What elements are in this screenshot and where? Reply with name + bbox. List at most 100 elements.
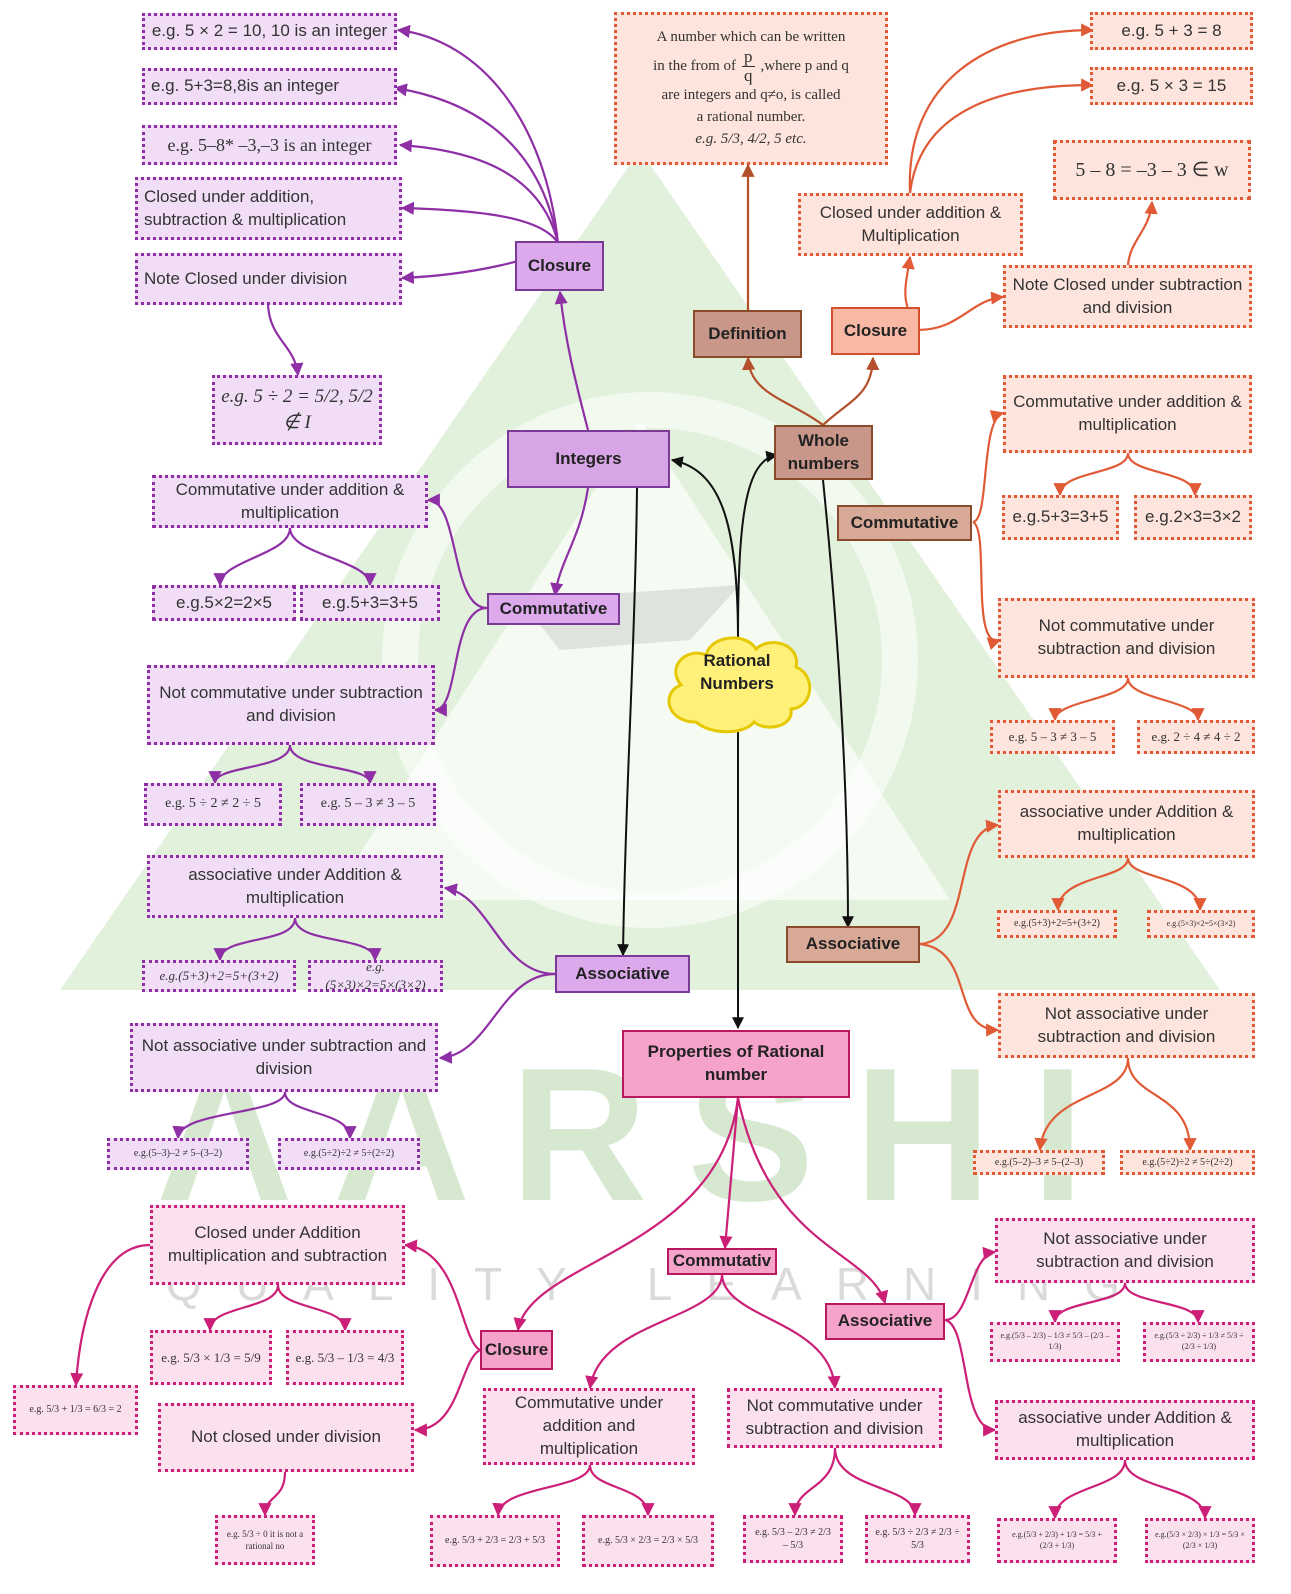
whole-closure-example-sub: 5 – 8 = –3 – 3 ∈ w xyxy=(1053,140,1251,200)
rational-associative-example-2: e.g.(5/3 ÷ 2/3) ÷ 1/3 ≠ 5/3 ÷ (2/3 ÷ 1/3… xyxy=(1143,1322,1255,1362)
text: Properties of Rational number xyxy=(647,1042,825,1084)
text: e.g. 5/3 – 2/3 ≠ 2/3 – 5/3 xyxy=(755,1526,831,1552)
rational-closed-under: Closed under Addition multiplication and… xyxy=(150,1205,405,1285)
whole-closure-example-mult: e.g. 5 × 3 = 15 xyxy=(1090,67,1253,105)
rational-closure-example-4: e.g. 5/3 ÷ 0 it is not a rational no xyxy=(215,1515,315,1565)
whole-associative-yes: associative under Addition & multiplicat… xyxy=(998,790,1255,858)
definition-example: e.g. 5/3, 4/2, 5 etc. xyxy=(695,130,807,147)
rational-closure-example-2: e.g. 5/3 – 1/3 = 4/3 xyxy=(286,1330,404,1385)
text: Whole numbers xyxy=(787,430,860,473)
text: e.g.(5/3 × 2/3) × 1/3 = 5/3 × (2/3 × 1/3… xyxy=(1155,1529,1245,1550)
integers-commutative-yes: Commutative under addition & multiplicat… xyxy=(152,475,428,528)
rational-associative-example-4: e.g.(5/3 × 2/3) × 1/3 = 5/3 × (2/3 × 1/3… xyxy=(1145,1518,1255,1563)
whole-commutative-example-4: e.g. 2 ÷ 4 ≠ 4 ÷ 2 xyxy=(1137,720,1255,754)
text: Closure xyxy=(843,320,908,340)
rational-associative-example-1: e.g.(5/3 – 2/3) – 1/3 ≠ 5/3 – (2/3 – 1/3… xyxy=(990,1322,1120,1362)
integers-hub[interactable]: Integers xyxy=(507,430,670,488)
rational-line-1: Rational xyxy=(703,651,771,670)
text: associative under Addition & multiplicat… xyxy=(188,864,402,907)
rational-commutative-hub[interactable]: Commutativ xyxy=(667,1248,777,1275)
rational-closure-hub[interactable]: Closure xyxy=(480,1330,553,1370)
definition-hub[interactable]: Definition xyxy=(693,310,802,358)
integers-commutative-example-1: e.g.5×2=2×5 xyxy=(152,585,296,621)
integers-associative-example-4: e.g.(5÷2)÷2 ≠ 5÷(2÷2) xyxy=(278,1138,420,1170)
whole-closed-under: Closed under addition & Multiplication xyxy=(798,193,1023,256)
text: Note Closed under division xyxy=(144,268,348,288)
text: Commutativ xyxy=(672,1251,772,1271)
text: e.g. 5 × 2 = 10, 10 is an integer xyxy=(151,21,388,41)
integers-commutative-hub[interactable]: Commutative xyxy=(487,593,620,625)
integers-commutative-example-3: e.g. 5 ÷ 2 ≠ 2 ÷ 5 xyxy=(144,783,282,826)
text: e.g.5+3=3+5 xyxy=(322,592,418,612)
text: Not closed under division xyxy=(191,1427,381,1447)
integers-closure-note: Note Closed under division xyxy=(135,253,402,305)
text: p xyxy=(742,47,755,68)
text: e.g. 5/3 + 2/3 = 2/3 + 5/3 xyxy=(445,1535,545,1547)
integers-closure-example-add: e.g. 5+3=8,8is an integer xyxy=(142,68,397,105)
text: Note Closed under subtraction and divisi… xyxy=(1012,274,1243,317)
integers-associative-hub[interactable]: Associative xyxy=(555,955,690,993)
integers-associative-example-1: e.g.(5+3)+2=5+(3+2) xyxy=(142,960,296,992)
text: Not associative under subtraction and di… xyxy=(1037,1003,1216,1046)
text: e.g. 5 ÷ 2 = 5/2, 5/2 ∉ I xyxy=(221,386,373,433)
text: e.g. 5+3=8,8is an integer xyxy=(151,76,340,96)
text: e.g. 5/3 + 1/3 = 6/3 = 2 xyxy=(29,1404,122,1416)
rational-numbers-cloud[interactable] xyxy=(656,627,818,735)
whole-commutative-example-3: e.g. 5 – 3 ≠ 3 – 5 xyxy=(990,720,1115,754)
whole-associative-example-4: e.g.(5÷2)÷2 ≠ 5÷(2÷2) xyxy=(1120,1150,1255,1175)
text: e.g. 5/3 ÷ 2/3 ≠ 2/3 ÷ 5/3 xyxy=(875,1526,960,1552)
text: e.g.(5+3)+2=5+(3+2) xyxy=(159,968,279,984)
text: Not associative under subtraction and di… xyxy=(1036,1228,1214,1271)
text: e.g. 5 + 3 = 8 xyxy=(1121,20,1222,40)
text: Commutative under addition & multiplicat… xyxy=(1013,392,1242,434)
text: e.g. 5 – 3 ≠ 3 – 5 xyxy=(320,796,416,812)
text: e.g.(5/3 ÷ 2/3) ÷ 1/3 ≠ 5/3 ÷ (2/3 ÷ 1/3… xyxy=(1154,1331,1244,1351)
rational-not-closed: Not closed under division xyxy=(158,1403,414,1472)
rational-commutative-yes: Commutative under addition and multiplic… xyxy=(483,1388,695,1465)
integers-not-commutative: Not commutative under subtraction and di… xyxy=(147,665,435,745)
whole-closure-note: Note Closed under subtraction and divisi… xyxy=(1003,265,1252,328)
integers-closed-under: Closed under addition, subtraction & mul… xyxy=(135,177,402,240)
text: e.g.(5–2)–3 ≠ 5–(2–3) xyxy=(994,1156,1084,1168)
text: Definition xyxy=(708,323,787,343)
rational-definition-box: A number which can be written in the fro… xyxy=(614,12,888,165)
text: Not commutative under subtraction and di… xyxy=(1037,616,1216,658)
properties-of-rational-hub[interactable]: Properties of Rational number xyxy=(622,1030,850,1098)
whole-not-commutative: Not commutative under subtraction and di… xyxy=(998,598,1255,678)
whole-numbers-hub[interactable]: Whole numbers xyxy=(774,425,873,480)
text: e.g. 5–8* –3,–3 is an integer xyxy=(167,134,372,155)
rational-commutative-example-1: e.g. 5/3 + 2/3 = 2/3 + 5/3 xyxy=(430,1515,560,1567)
rational-not-associative: Not associative under subtraction and di… xyxy=(995,1218,1255,1283)
whole-commutative-example-2: e.g.2×3=3×2 xyxy=(1134,495,1252,540)
text: Associative xyxy=(837,1311,933,1331)
whole-closure-example-add: e.g. 5 + 3 = 8 xyxy=(1090,12,1253,50)
whole-commutative-yes: Commutative under addition & multiplicat… xyxy=(1003,375,1252,453)
text: e.g. 5/3 ÷ 0 it is not a rational no xyxy=(226,1528,304,1551)
rational-associative-hub[interactable]: Associative xyxy=(825,1303,945,1340)
whole-not-associative: Not associative under subtraction and di… xyxy=(998,993,1255,1058)
text: q xyxy=(744,66,753,86)
text: e.g. 5 × 3 = 15 xyxy=(1116,75,1227,95)
whole-associative-hub[interactable]: Associative xyxy=(786,926,920,963)
rational-line-2: Numbers xyxy=(700,673,774,693)
text: Closed under addition, subtraction & mul… xyxy=(144,186,347,229)
integers-hub-label: Integers xyxy=(555,448,622,468)
text: Closed under Addition multiplication and… xyxy=(167,1223,388,1265)
text: Not commutative under subtraction and di… xyxy=(745,1396,924,1438)
integers-closure-example-sub: e.g. 5–8* –3,–3 is an integer xyxy=(142,125,397,165)
text: e.g.5×2=2×5 xyxy=(176,592,272,612)
integers-closure-label: Closure xyxy=(527,255,592,275)
whole-commutative-hub[interactable]: Commutative xyxy=(837,505,972,541)
pq-fraction: p q xyxy=(742,48,755,85)
text: Associative xyxy=(805,934,901,954)
whole-closure-hub[interactable]: Closure xyxy=(831,307,920,355)
integers-division-example: e.g. 5 ÷ 2 = 5/2, 5/2 ∉ I xyxy=(212,375,382,445)
rational-commutative-example-2: e.g. 5/3 × 2/3 = 2/3 × 5/3 xyxy=(582,1515,714,1567)
integers-closure-hub[interactable]: Closure xyxy=(515,241,604,291)
integers-closure-example-mult: e.g. 5 × 2 = 10, 10 is an integer xyxy=(142,13,397,50)
rational-commutative-example-3: e.g. 5/3 – 2/3 ≠ 2/3 – 5/3 xyxy=(743,1515,843,1563)
integers-associative-example-3: e.g.(5–3)–2 ≠ 5–(3–2) xyxy=(107,1138,249,1170)
rational-associative-yes: associative under Addition & multiplicat… xyxy=(995,1400,1255,1460)
text: e.g.5+3=3+5 xyxy=(1012,507,1109,527)
text: Commutative under addition & multiplicat… xyxy=(175,479,405,522)
